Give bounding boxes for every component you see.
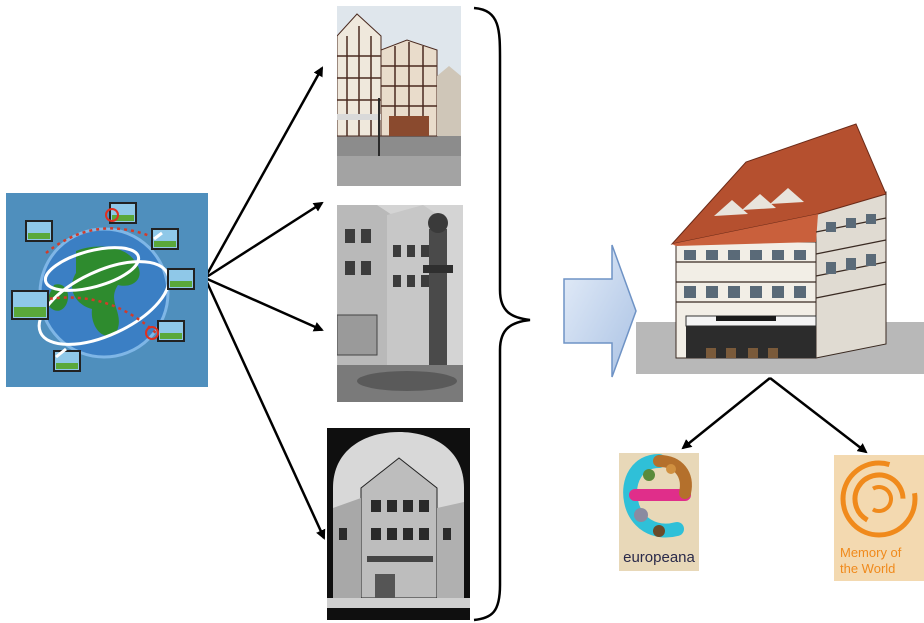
curly-brace	[473, 6, 531, 622]
memory-line-1: Memory of	[840, 545, 902, 560]
arrow-to-photo-2a	[204, 201, 324, 280]
arrow-to-photo-3	[203, 277, 326, 540]
building-3d-model	[636, 122, 924, 374]
arrow-to-photo-2b	[204, 276, 324, 332]
block-arrow-right	[562, 243, 638, 379]
photo-modern-street	[337, 6, 461, 186]
photo-historic-arch	[327, 428, 470, 620]
europeana-wordmark: europeana	[623, 549, 695, 566]
europeana-logo: europeana	[619, 453, 699, 571]
memory-line-2: the World	[840, 561, 896, 576]
memory-of-the-world-logo: Memory of the World	[834, 455, 924, 581]
arrow-to-memory	[769, 377, 868, 454]
globe-sharing-icon	[6, 193, 208, 387]
photo-historic-fountain	[337, 205, 463, 402]
arrow-to-europeana	[681, 377, 771, 450]
arrow-to-photo-1	[203, 66, 324, 279]
